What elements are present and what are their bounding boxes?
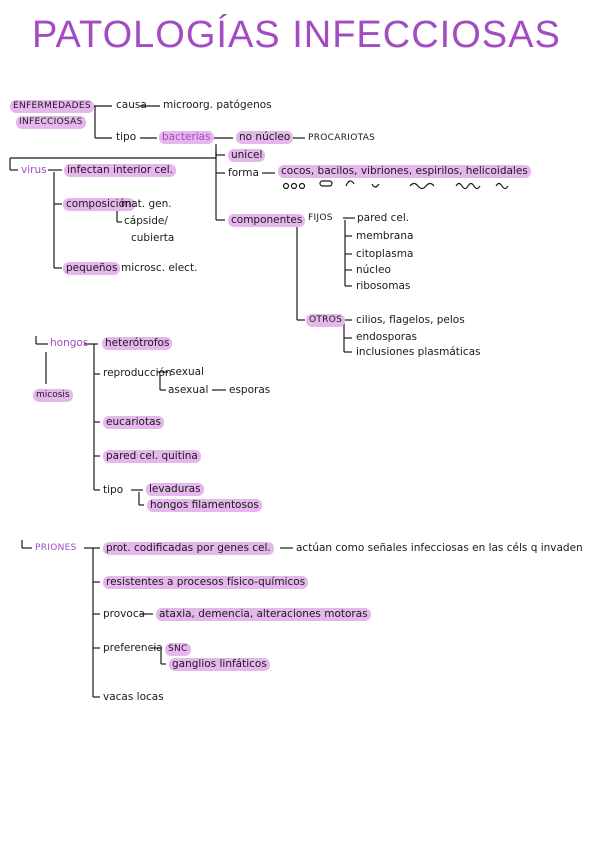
fijos-item-0: pared cel. <box>357 212 410 224</box>
otros-item-2: inclusiones plasmáticas <box>356 346 481 358</box>
composicion-item-2: cubierta <box>131 232 175 244</box>
forma-value: cocos, bacilos, vibriones, espirilos, he… <box>278 165 531 178</box>
levaduras: levaduras <box>146 483 204 496</box>
hongos-label: hongos <box>50 337 89 349</box>
pequenos-label: pequeños <box>63 262 121 275</box>
provoca-value: ataxia, demencia, alteraciones motoras <box>156 608 371 621</box>
reproduccion-label: reproducción <box>103 367 172 379</box>
fijos-item-3: núcleo <box>356 264 391 276</box>
eucariotas: eucariotas <box>103 416 165 429</box>
provoca-label: provoca <box>103 608 146 620</box>
fijos-item-4: ribosomas <box>356 280 411 292</box>
procariotas: PROCARIOTAS <box>308 133 376 143</box>
vacas-locas: vacas locas <box>103 691 164 703</box>
heterotrofos: heterótrofos <box>102 337 173 350</box>
esporas: esporas <box>229 384 271 396</box>
filamentosos: hongos filamentosos <box>147 499 262 512</box>
causa-value: microorg. patógenos <box>163 99 272 111</box>
preferencia-label: preferencia <box>103 642 163 654</box>
causa-label: causa <box>116 99 147 111</box>
priones-label: PRIONES <box>35 543 77 553</box>
micosis-label: micosis <box>33 389 73 402</box>
otros-item-0: cilios, flagelos, pelos <box>356 314 465 326</box>
snc-label: SNC <box>165 643 191 656</box>
ganglios-label: ganglios linfáticos <box>169 658 270 671</box>
asexual: asexual <box>168 384 209 396</box>
otros-label: OTROS <box>306 314 346 327</box>
pared-quitina: pared cel. quitina <box>103 450 201 463</box>
forma-label: forma <box>228 167 259 179</box>
unicel: unicel <box>228 149 266 162</box>
otros-item-1: endosporas <box>356 331 417 343</box>
virus-infectan: infectan interior cel. <box>64 164 176 177</box>
bacterias-label: bacterias <box>159 131 214 144</box>
sexual: sexual <box>170 366 204 378</box>
fijos-item-1: membrana <box>356 230 414 242</box>
tipo-label: tipo <box>116 131 137 143</box>
root-line1: ENFERMEDADES <box>10 100 94 113</box>
no-nucleo: no núcleo <box>236 131 294 144</box>
hongos-tipo-label: tipo <box>103 484 124 496</box>
componentes-label: componentes <box>228 214 306 227</box>
composicion-item-1: cápside/ <box>124 215 168 227</box>
virus-label: virus <box>21 164 47 176</box>
pequenos-value: microsc. elect. <box>121 262 198 274</box>
fijos-label: FIJOS <box>308 213 333 223</box>
fijos-item-2: citoplasma <box>356 248 414 260</box>
composicion-label: composición <box>63 198 135 211</box>
priones-prot-label: prot. codificadas por genes cel. <box>103 542 274 555</box>
composicion-item-0: mat. gen. <box>121 198 172 210</box>
priones-prot-value: actúan como señales infecciosas en las c… <box>296 542 583 554</box>
priones-resistentes: resistentes a procesos físico-químicos <box>103 576 309 589</box>
page-title: PATOLOGÍAS INFECCIOSAS <box>32 14 561 56</box>
root-line2: INFECCIOSAS <box>16 116 86 129</box>
